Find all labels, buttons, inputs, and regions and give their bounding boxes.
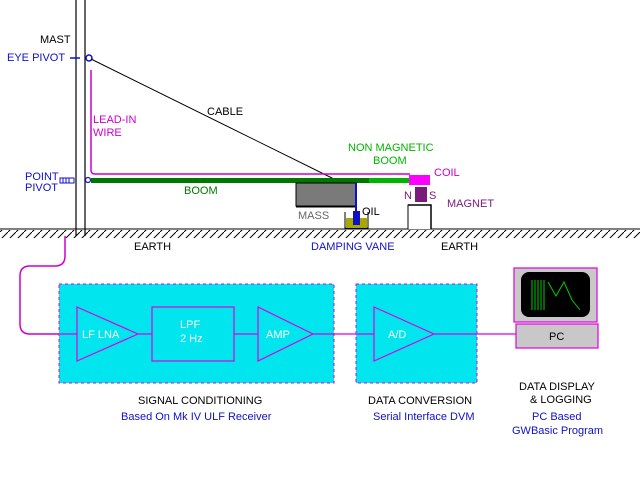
- lead-in-label-2: WIRE: [93, 127, 122, 139]
- mast-label: MAST: [40, 34, 71, 46]
- data-display-subcaption-1: PC Based: [532, 411, 582, 423]
- pc-block: PC: [515, 323, 599, 349]
- boom-label: BOOM: [184, 185, 218, 197]
- magnet: [407, 187, 432, 229]
- lpf-block: LPF 2 Hz: [151, 306, 235, 362]
- ground: [0, 228, 640, 238]
- monitor-icon: [513, 267, 598, 323]
- ad-label: A/D: [388, 329, 406, 341]
- magnet-s-label: S: [429, 190, 436, 202]
- oil-label: OIL: [362, 206, 380, 218]
- cable: [90, 58, 337, 181]
- non-magnetic-boom: [369, 178, 411, 183]
- lpf-label-1: LPF: [180, 319, 200, 331]
- data-conversion-subcaption: Serial Interface DVM: [373, 411, 474, 423]
- lf-lna-label: LF LNA: [82, 329, 120, 341]
- signal-conditioning-subcaption: Based On Mk IV ULF Receiver: [121, 411, 272, 423]
- lpf-label-2: 2 Hz: [180, 333, 203, 345]
- data-conversion-caption: DATA CONVERSION: [368, 395, 472, 407]
- data-display-caption-1: DATA DISPLAY: [519, 381, 595, 393]
- non-magnetic-label-2: BOOM: [373, 155, 407, 167]
- point-pivot: [59, 176, 92, 184]
- earth-label-right: EARTH: [441, 241, 478, 253]
- eye-pivot-label: EYE PIVOT: [7, 52, 65, 64]
- coil-label: COIL: [434, 167, 460, 179]
- lead-in-wire: [19, 70, 410, 335]
- point-pivot-label-2: PIVOT: [25, 182, 58, 194]
- magnet-label: MAGNET: [447, 198, 494, 210]
- earth-label-left: EARTH: [134, 241, 171, 253]
- pc-label: PC: [549, 331, 564, 343]
- data-display-subcaption-2: GWBasic Program: [512, 425, 603, 437]
- amp-label: AMP: [266, 329, 290, 341]
- non-magnetic-label-1: NON MAGNETIC: [348, 142, 434, 154]
- eye-pivot: [70, 54, 93, 62]
- signal-conditioning-caption: SIGNAL CONDITIONING: [138, 395, 262, 407]
- point-pivot-label-1: POINT: [25, 171, 59, 183]
- magnet-n-label: N: [404, 190, 412, 202]
- damping-vane: [344, 183, 369, 229]
- ad-block: A/D: [373, 306, 436, 362]
- coil: [409, 175, 430, 185]
- mass: [295, 182, 357, 208]
- mass-label: MASS: [298, 210, 329, 222]
- data-display-caption-2: & LOGGING: [530, 394, 592, 406]
- lead-in-label-1: LEAD-IN: [93, 114, 136, 126]
- boom: [91, 178, 369, 183]
- amp-block: AMP: [257, 306, 315, 362]
- damping-vane-label: DAMPING VANE: [311, 241, 395, 253]
- lf-lna-block: LF LNA: [76, 306, 140, 362]
- cable-label: CABLE: [207, 106, 243, 118]
- mast: [75, 0, 86, 236]
